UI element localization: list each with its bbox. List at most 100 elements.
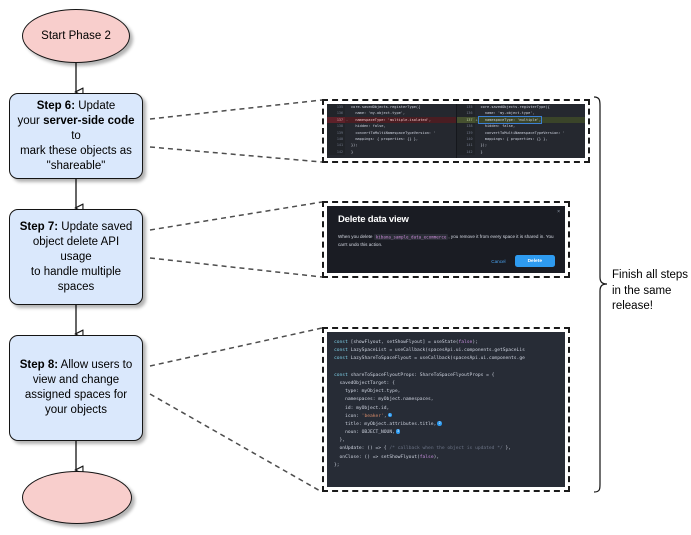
diff-line-number: 136 — [327, 110, 345, 117]
diff-row: 137- namespaceType: 'multiple-isolated', — [327, 116, 456, 124]
dialog-title: Delete data view — [338, 214, 409, 225]
code-line: }, — [334, 437, 565, 445]
code-token: namespaces: myObject.namespaces, — [334, 397, 434, 403]
diff-row: 142} — [456, 148, 586, 156]
callout-step7-top — [149, 201, 323, 231]
code-token: /* callback when the object is updated *… — [389, 446, 503, 452]
diff-line-number: 135 — [456, 104, 475, 111]
close-icon[interactable]: × — [557, 209, 560, 215]
diff-code-text: } — [351, 149, 354, 154]
code-token: }, — [334, 438, 346, 444]
code-token: id: myObject.id, — [334, 405, 390, 411]
code-token: savedObjectTarget: { — [334, 380, 395, 386]
diff-code-text: }); — [480, 143, 488, 148]
diff-row: 141}); — [456, 142, 586, 149]
dialog-body: When you delete kibana_sample_data_ecomm… — [338, 233, 555, 248]
screenshot-delete-data-view: × Delete data view When you delete kiban… — [322, 201, 570, 278]
code-token: noun: OBJECT_NOUN, — [334, 430, 395, 436]
diff-code-text: convertToMultiNamespaceTypeVersion: ' — [484, 130, 565, 135]
dialog-body-before: When you delete — [338, 234, 373, 239]
diff-line-number: 136 — [456, 110, 475, 117]
code-token: }; — [334, 462, 340, 468]
code-token: , — [383, 413, 387, 419]
code-token: ); — [472, 340, 478, 345]
diff-row: 135 core.savedObjects.registerType({ — [456, 104, 586, 111]
diff-code-text: mappings: { properties: {} }, — [484, 136, 548, 141]
code-token: shareToSpaceFlyoutProps: ShareToSpaceFly… — [350, 372, 495, 378]
diff-code-text: }); — [351, 143, 358, 148]
callout-badge: 3 — [395, 429, 401, 434]
diff-row: 139 convertToMultiNamespaceTypeVersion: … — [456, 129, 586, 136]
diff-code-text: core.savedObjects.registerType({ — [351, 105, 421, 109]
diff-line-number: 141 — [327, 142, 345, 149]
code-line: icon: 'beaker',1 — [334, 412, 565, 421]
dialog-body-code: kibana_sample_data_ecommerce — [373, 233, 449, 240]
diff-row: 139 convertToMultiNamespaceTypeVersion: … — [327, 129, 456, 136]
code-line: onClose: () => setShowFlyout(false), — [334, 454, 565, 462]
delete-data-view-dialog: × Delete data view When you delete kiban… — [327, 206, 565, 273]
diff-code-text: hidden: false, — [355, 124, 386, 129]
code-token: const — [334, 356, 351, 362]
diff-code-text: hidden: false, — [484, 124, 516, 129]
code-line: title: myObject.attributes.title,2 — [334, 421, 565, 429]
diff-row: 136 name: 'my-object-type', — [456, 110, 586, 117]
node-finish — [22, 471, 132, 524]
code-line: const shareToSpaceFlyoutProps: ShareToSp… — [334, 372, 565, 380]
code-line: const LazyShareToSpaceFlyout = useCallba… — [334, 355, 565, 363]
cancel-button[interactable]: Cancel — [491, 258, 506, 264]
code-token: title: myObject.attributes.title, — [334, 421, 437, 427]
code-line: onUpdate: () => { /* callback when the o… — [334, 445, 565, 453]
code-token: const — [334, 372, 351, 378]
diff-code-text: core.savedObjects.registerType({ — [480, 105, 550, 109]
dialog-actions: Cancel Delete — [491, 255, 555, 267]
callout-step8-top — [149, 327, 323, 367]
diff-row: 140 mappings: { properties: {} }, — [456, 135, 586, 143]
diff-code-text: } — [480, 149, 483, 154]
diff-code-text: mappings: { properties: {} }, — [355, 136, 419, 141]
callout-step6-bottom — [149, 146, 323, 163]
diff-row: 141}); — [327, 142, 456, 149]
code-line: }; — [334, 462, 565, 470]
diff-row: 140 mappings: { properties: {} }, — [327, 135, 456, 143]
diff-line-number: 141 — [456, 142, 475, 149]
code-token: const — [334, 348, 351, 354]
callout-step8-bottom — [149, 393, 323, 493]
code-token: icon: — [334, 413, 362, 419]
diff-row: 138 hidden: false, — [327, 123, 456, 130]
diff-line-number: 142 — [327, 148, 345, 156]
diff-line-number: 140 — [327, 135, 345, 143]
diff-row: 135 core.savedObjects.registerType({ — [327, 104, 456, 111]
code-token: type: myObject.type, — [334, 389, 401, 395]
diff-line-number: 139 — [327, 129, 345, 136]
code-line: type: myObject.type, — [334, 388, 565, 396]
node-start-label: Start Phase 2 — [41, 29, 111, 42]
diff-line-number: 138 — [456, 123, 475, 130]
delete-button[interactable]: Delete — [514, 255, 555, 267]
callout-step6-top — [149, 99, 323, 120]
code-token: 'beaker' — [361, 413, 384, 419]
code-line: namespaces: myObject.namespaces, — [334, 396, 565, 404]
node-start: Start Phase 2 — [22, 9, 130, 63]
code-line: const [showFlyout, setShowFlyout] = useS… — [334, 339, 565, 347]
code-token: false — [419, 454, 434, 460]
diff-row: 137+ namespaceType: 'multiple', — [456, 116, 585, 124]
diff-line-number: 139 — [456, 129, 475, 136]
dialog-body-after: , you remove it from every space it is s… — [338, 234, 554, 247]
code-token: [showFlyout, setShowFlyout] = useState( — [350, 340, 459, 345]
code-token: onClose: () => setShowFlyout( — [334, 454, 420, 460]
code-token: ), — [433, 454, 440, 460]
diff-line-number: 142 — [456, 148, 475, 156]
code-token: onUpdate: () => { — [334, 446, 390, 452]
diff-change-marker: - — [345, 117, 349, 122]
diff-row: 142} — [327, 148, 456, 156]
diff-line-number: 135 — [327, 104, 345, 111]
diff-code-text: namespaceType: 'multiple', — [478, 116, 542, 124]
code-token: false — [458, 340, 473, 345]
